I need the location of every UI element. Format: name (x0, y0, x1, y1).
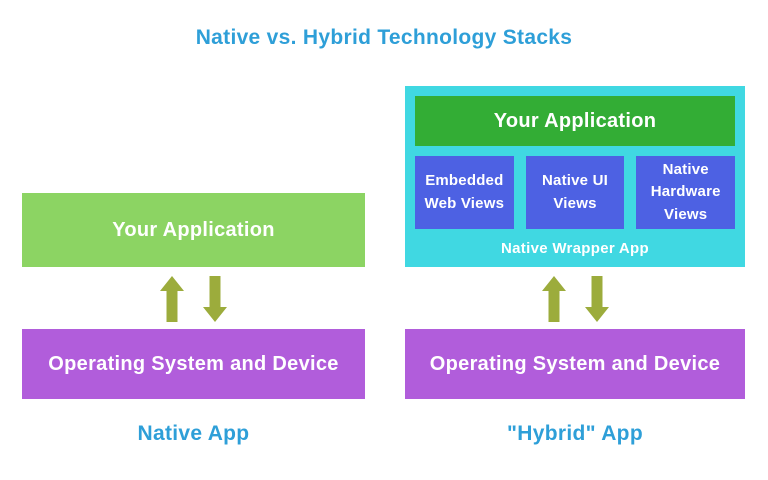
hybrid-os-label: Operating System and Device (429, 352, 721, 375)
native-application-label: Your Application (112, 218, 275, 241)
up-arrow-icon (541, 276, 566, 322)
native-application-box: Your Application (22, 193, 365, 267)
native-hardware-views-label: Native Hardware Views (650, 160, 721, 223)
down-arrow-icon (584, 276, 609, 322)
down-arrow-icon (203, 276, 227, 322)
embedded-web-views-label: Embedded Web Views (424, 172, 505, 212)
views-row: Embedded Web Views Native UI Views Nativ… (415, 156, 736, 229)
embedded-web-views-box: Embedded Web Views (415, 156, 514, 229)
hybrid-os-arrows (405, 276, 745, 322)
native-os-arrows (22, 276, 365, 322)
native-hardware-views-box: Native Hardware Views (636, 156, 736, 229)
hybrid-app-caption: "Hybrid" App (507, 422, 643, 445)
hybrid-os-box: Operating System and Device (405, 329, 745, 399)
hybrid-application-label: Your Application (493, 109, 657, 132)
native-wrapper-label: Native Wrapper App (501, 239, 649, 257)
native-app-caption: Native App (137, 422, 250, 445)
diagram-title: Native vs. Hybrid Technology Stacks (195, 26, 573, 49)
hybrid-application-box: Your Application (415, 96, 735, 146)
native-os-label: Operating System and Device (48, 352, 339, 375)
up-arrow-icon (160, 276, 184, 322)
native-wrapper-container: Your Application Embedded Web Views Nati… (405, 86, 745, 267)
native-os-box: Operating System and Device (22, 329, 365, 399)
native-ui-views-label: Native UI Views (542, 172, 608, 212)
native-ui-views-box: Native UI Views (525, 156, 625, 229)
